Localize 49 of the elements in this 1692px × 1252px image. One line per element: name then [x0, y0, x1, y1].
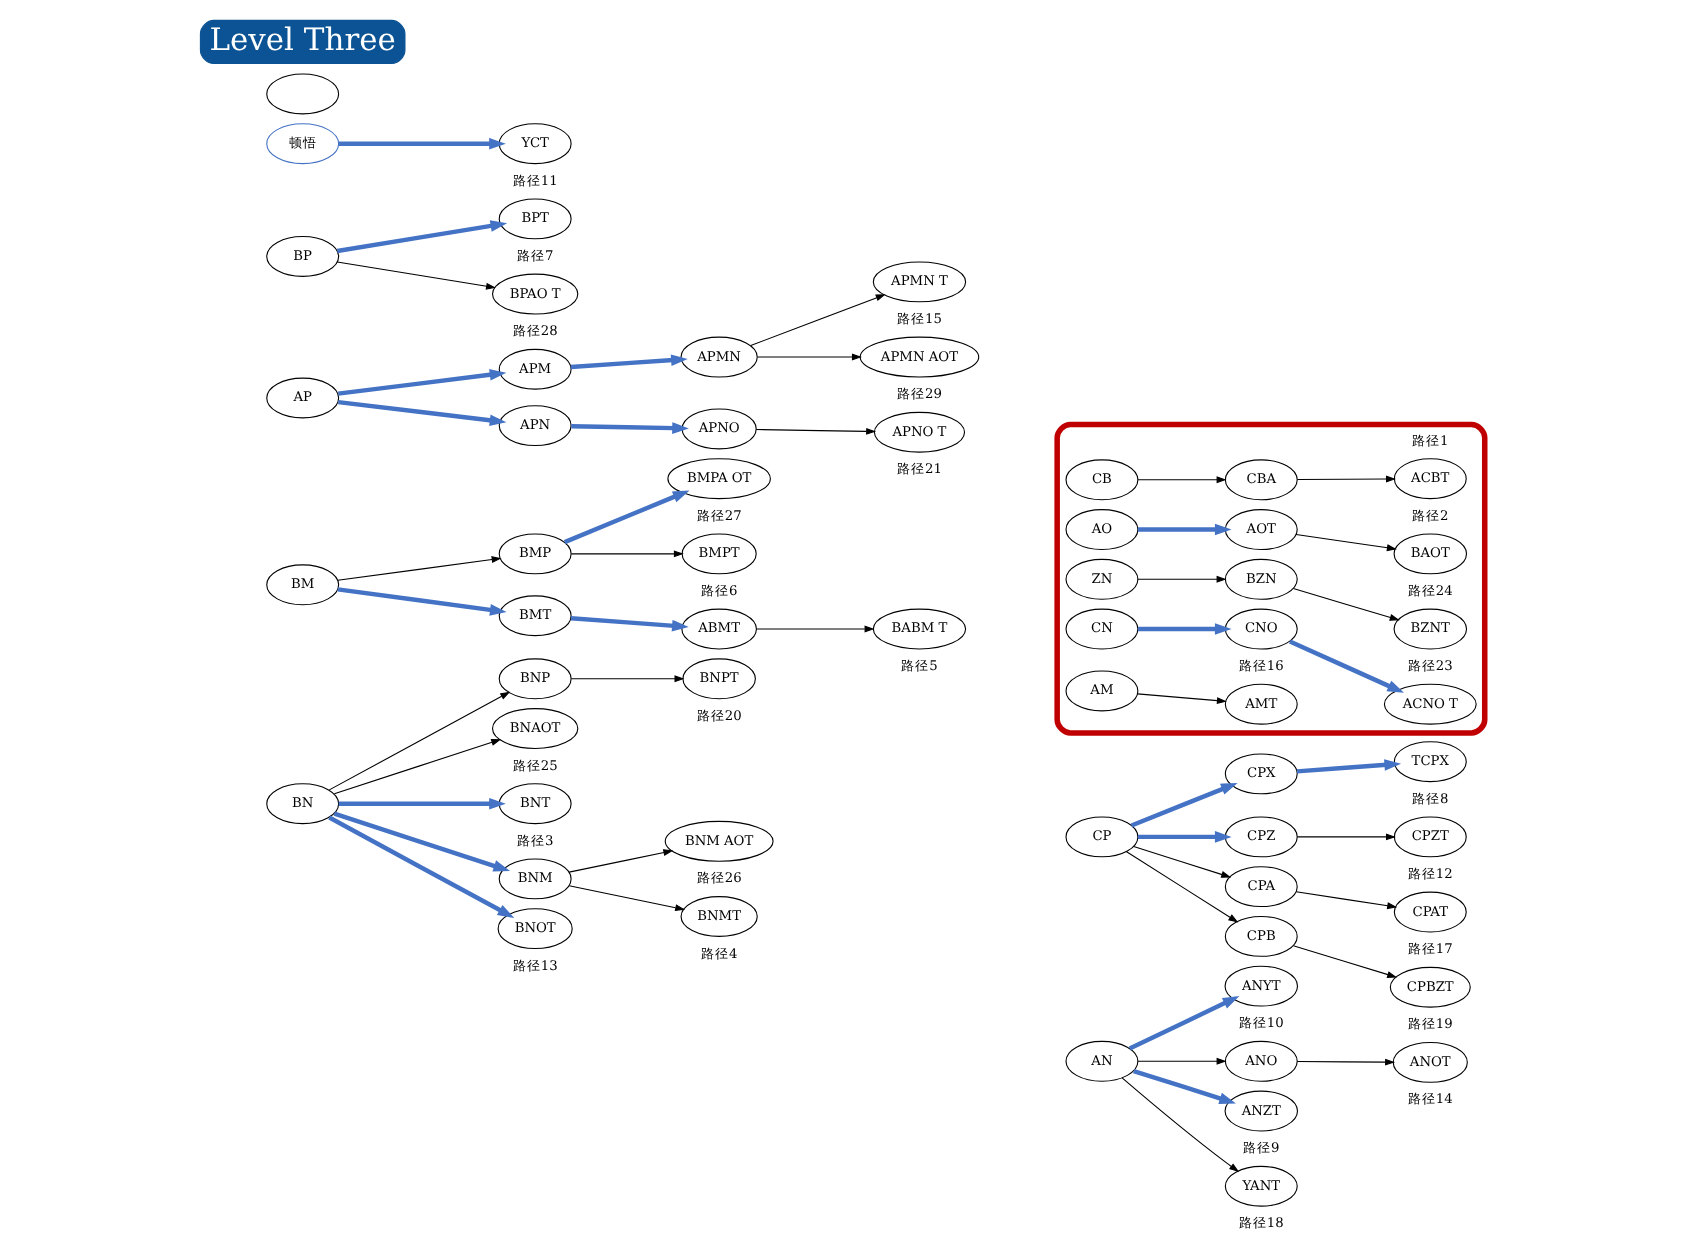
arrow [1129, 782, 1237, 828]
arrow [337, 399, 506, 427]
arrow [755, 353, 861, 361]
arrow [754, 427, 876, 435]
arrow [337, 368, 506, 396]
arrow [1136, 476, 1226, 484]
arrow [1294, 533, 1396, 552]
arrow [327, 815, 514, 918]
arrow [337, 797, 505, 810]
arrow [1295, 833, 1395, 841]
arrow [1295, 475, 1395, 483]
arrow [1136, 575, 1226, 583]
arrow [336, 587, 506, 616]
arrow [1132, 846, 1231, 878]
arrow [1135, 693, 1226, 705]
arrow [1295, 1058, 1395, 1066]
arrow [1295, 759, 1401, 774]
arrow [1136, 831, 1231, 843]
arrow [335, 261, 495, 290]
node-ellipse [265, 73, 339, 115]
arrow [332, 739, 501, 795]
arrow [569, 550, 683, 558]
cluster [1053, 421, 1487, 736]
arrow [562, 490, 689, 545]
arrow [1136, 523, 1231, 536]
arrow [327, 691, 510, 791]
arrow [1136, 623, 1231, 635]
arrow [1288, 639, 1403, 693]
arrow [1291, 945, 1397, 978]
arrow [569, 675, 684, 683]
arrow [749, 294, 885, 347]
arrow [1127, 996, 1239, 1051]
arrow [335, 220, 507, 254]
arrow [570, 422, 688, 434]
arrow [336, 556, 501, 581]
arrow [567, 885, 685, 912]
arrow [1124, 851, 1238, 923]
label: Level Three [208, 21, 395, 58]
arrow [1132, 1068, 1235, 1104]
arrow [1294, 891, 1397, 910]
arrow [755, 625, 874, 633]
arrow [337, 137, 505, 150]
arrow [332, 811, 510, 872]
arrow [1291, 587, 1399, 621]
arrow [569, 354, 687, 370]
arrow [1120, 1077, 1239, 1173]
arrow [569, 616, 688, 632]
arrow [1136, 1057, 1226, 1065]
arrow [567, 849, 673, 873]
